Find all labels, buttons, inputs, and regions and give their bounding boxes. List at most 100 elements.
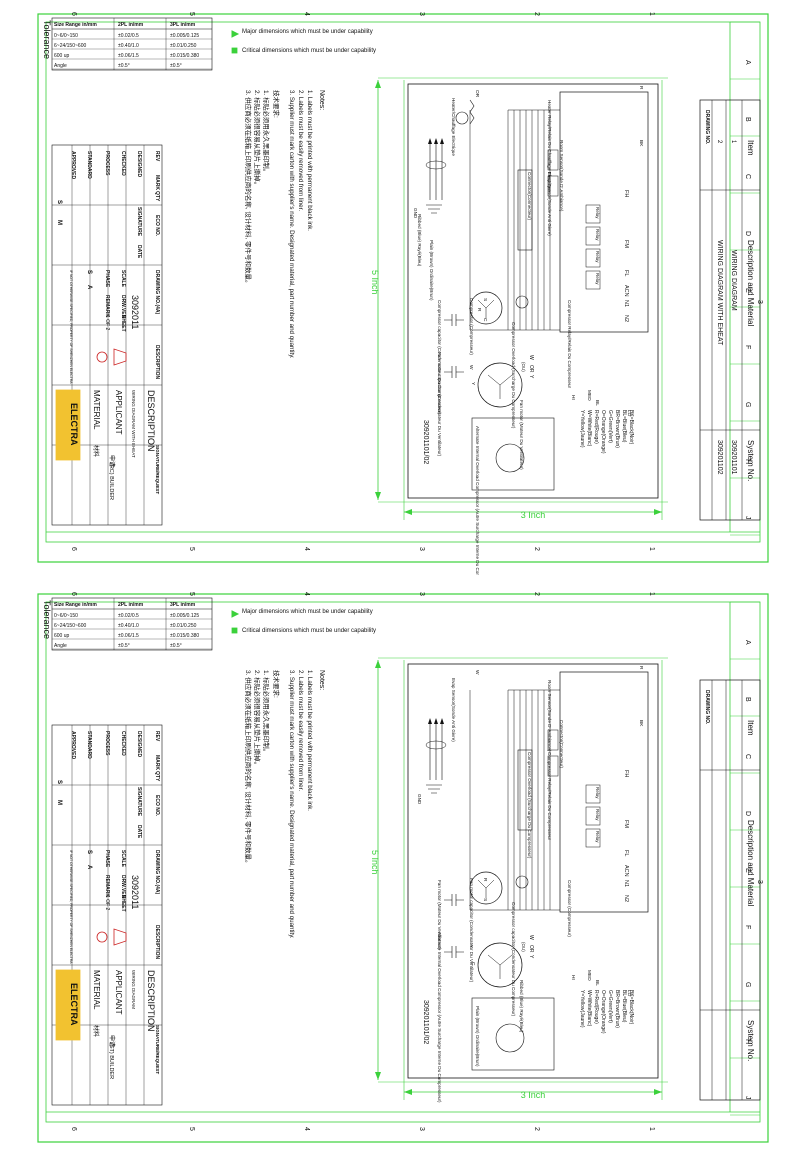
bom-item-header: Item bbox=[746, 140, 755, 156]
outer-frame bbox=[37, 13, 769, 563]
wire-color-label: C bbox=[482, 318, 488, 322]
component-label: Plain (Brown) Ordinaire(Brun) bbox=[475, 1006, 480, 1067]
board-terminal-label: N2 bbox=[623, 895, 629, 902]
designed-label: DESIGNED bbox=[136, 151, 142, 178]
margin-s: S bbox=[56, 200, 62, 204]
rev-label: REV bbox=[154, 731, 160, 742]
grid-number: 3 bbox=[418, 1127, 425, 1131]
grid-letter: H bbox=[744, 1039, 751, 1044]
evap-sensor-icon bbox=[547, 175, 559, 197]
wire-color-label: R bbox=[638, 86, 644, 90]
wire-legend-entry: G=Green(Vert) bbox=[607, 410, 613, 443]
grid-number: 1 bbox=[648, 12, 655, 16]
drawing-number: 3092011 bbox=[130, 295, 140, 329]
phase-a: A bbox=[86, 285, 92, 290]
tolerance-cell: ±0.5° bbox=[170, 63, 182, 69]
eco-label: ECO NO. bbox=[154, 795, 160, 817]
component-label: Heater/Chauffage Electrique bbox=[451, 98, 456, 156]
grid-number: 5 bbox=[188, 547, 195, 551]
wire-color-label: HI bbox=[570, 395, 576, 400]
drawing-number: 3092011 bbox=[130, 875, 140, 909]
wire-legend-entry: R=Red(Rouge) bbox=[593, 410, 599, 444]
drw-ver-label: DRW.VER bbox=[120, 875, 126, 899]
grid-letter: A bbox=[744, 60, 751, 65]
board-terminal-label: ACN bbox=[623, 285, 629, 297]
note-line: 1. Labels must be printed with permanent… bbox=[306, 670, 313, 811]
alternate-overload-box bbox=[471, 417, 555, 491]
tolerance-cell: 600 up bbox=[54, 53, 70, 59]
notes-cn-title: 技术要求: bbox=[272, 90, 281, 118]
wire-color-label: R bbox=[638, 666, 644, 670]
wire-color-label: W bbox=[474, 670, 480, 675]
description-big: DESCRIPTION bbox=[146, 970, 156, 1032]
wire-color-label: BK bbox=[638, 140, 644, 147]
ground-icon bbox=[426, 784, 442, 794]
grid-number: 1 bbox=[648, 1127, 655, 1131]
wire-color-label: OR bbox=[474, 90, 480, 98]
control-board bbox=[559, 671, 649, 913]
cord-ferrite-icon bbox=[425, 160, 447, 170]
grid-letter: H bbox=[744, 459, 751, 464]
bom-drawing-tag: DRAWING NO. bbox=[704, 110, 710, 145]
drawing-no-label: DRAWING NO.(4A) bbox=[154, 270, 160, 315]
dimension-3inch: 3 Inch bbox=[521, 510, 546, 520]
tolerance-header: 2PL in/mm bbox=[118, 602, 144, 608]
fan-capacitor-icon bbox=[444, 366, 464, 378]
mark-label: MARK bbox=[154, 175, 160, 190]
heater-overload-icon bbox=[455, 111, 469, 125]
grid-letter: C bbox=[744, 754, 751, 759]
grid-number: 5 bbox=[188, 1127, 195, 1131]
note-cn-line: 2. 标贴必须很容易从垫片上撕掉。 bbox=[253, 90, 262, 188]
grid-number: 2 bbox=[533, 547, 540, 551]
note-cn-line: 3. 供应商必须在纸箱上印刷供应商的名称, 设计材料, 零件号和数量。 bbox=[244, 90, 253, 286]
sheet-value: 1 OF 2 bbox=[104, 315, 110, 331]
component-label: Compressor Overload (Surcharge Du Compre… bbox=[511, 322, 516, 429]
approved-label: APPROVED bbox=[70, 731, 76, 759]
component-label: Compressor (Compresseur) bbox=[567, 880, 572, 937]
company-logo-text: ELECTRA bbox=[69, 983, 79, 1026]
margin-m: M bbox=[56, 800, 62, 805]
alt-compressor-icon bbox=[495, 443, 525, 473]
component-label: Compressor Relay/Relais Du Compresseur bbox=[567, 300, 572, 389]
fan-terminal: OR bbox=[528, 945, 534, 953]
bom-row2-item: 2 bbox=[716, 140, 722, 144]
relay-box bbox=[585, 248, 601, 268]
remark-label: REMARK bbox=[104, 875, 110, 897]
arrow-icon bbox=[404, 509, 412, 515]
signature-label: SIGNATURE bbox=[136, 787, 142, 817]
date-label: DATE bbox=[136, 825, 142, 839]
tolerance-cell: ±0.40/1.0 bbox=[118, 43, 139, 49]
company-logo-text: ELECTRA bbox=[69, 403, 79, 446]
wire-legend-entry: O=Orange(Orange) bbox=[600, 990, 606, 1034]
control-board bbox=[559, 91, 649, 333]
evap-sensor-icon bbox=[547, 755, 559, 777]
wire-legend-entry: BL=Blue(Bleu) bbox=[621, 410, 627, 443]
component-label: Compressor Relay/Relais Du Compresseur bbox=[547, 752, 552, 841]
qty-label: QTY bbox=[154, 191, 160, 202]
phase-label: PHASE bbox=[104, 850, 110, 868]
dimension-5inch: 5 Inch bbox=[370, 850, 380, 875]
bom-revision: 3 bbox=[756, 300, 763, 304]
compressor-capacitor-icon bbox=[444, 314, 464, 326]
grid-letter: F bbox=[744, 925, 751, 929]
critical-dimension-square-icon bbox=[231, 627, 238, 634]
drawing-title-small: WIRING DIAGRAM WITH EHEAT bbox=[131, 390, 136, 458]
component-label: Heater Relay/Relais Du Chauffage Electri… bbox=[547, 100, 552, 193]
wire-legend-entry: BL=Blue(Bleu) bbox=[621, 990, 627, 1023]
part-number: 309201101/02 bbox=[422, 420, 429, 464]
grid-letter: F bbox=[744, 345, 751, 349]
wire-legend-entry: O=Orange(Orange) bbox=[600, 410, 606, 454]
component-label: GND bbox=[413, 208, 418, 219]
alt-compressor-icon bbox=[495, 1023, 525, 1053]
grid-number: 3 bbox=[418, 592, 425, 596]
grid-letter: G bbox=[744, 402, 751, 407]
component-label: Alternate Internal Overload Compressor (… bbox=[475, 426, 480, 575]
note-line: 3. Supplier must mark carton with suppli… bbox=[288, 90, 295, 359]
relay-box bbox=[585, 204, 601, 224]
fan-motor-icon bbox=[477, 362, 523, 408]
wiring-label-border bbox=[407, 663, 659, 1079]
compressor-winding-icon bbox=[477, 879, 495, 898]
component-label: Connector(Connecteur) bbox=[559, 720, 564, 768]
